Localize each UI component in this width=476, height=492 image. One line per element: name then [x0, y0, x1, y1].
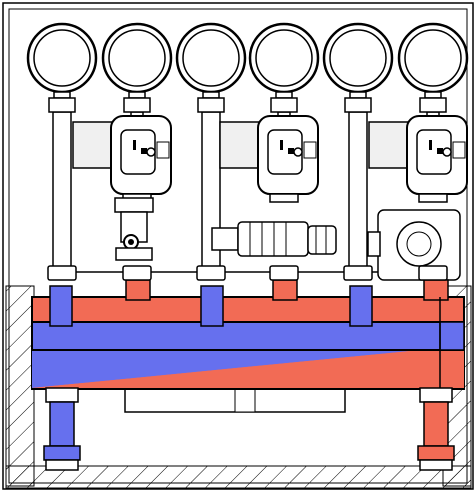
pressure-gauge-5 — [322, 22, 394, 113]
pressure-gauge-6 — [397, 22, 469, 113]
manifold-base — [124, 387, 346, 413]
pipe-nut-4 — [269, 265, 299, 281]
pipe-nuts — [47, 265, 448, 281]
hydraulic-manifold — [31, 279, 465, 390]
riser-pipe-5 — [348, 111, 368, 273]
pipe-nut-1 — [47, 265, 77, 281]
valve-actuator — [367, 209, 461, 281]
outlet-pipe-cold — [43, 387, 81, 471]
ball-valve — [114, 197, 154, 261]
pressure-gauge-2 — [101, 22, 173, 113]
circulation-pumps — [72, 115, 468, 203]
pressure-gauge-4 — [248, 22, 320, 113]
pressure-gauge-3 — [175, 22, 247, 113]
pressure-gauges — [26, 22, 469, 113]
pipe-nut-5 — [343, 265, 373, 281]
pipe-nut-2 — [122, 265, 152, 281]
riser-pipe-1 — [52, 111, 72, 273]
pipe-nut-6 — [418, 265, 448, 281]
circulation-pump-2 — [219, 115, 319, 203]
outlet-pipe-hot — [417, 387, 455, 471]
pressure-gauge-1 — [26, 22, 98, 113]
circulation-pump-3 — [368, 115, 468, 203]
pipe-nut-3 — [196, 265, 226, 281]
mixing-valve — [211, 221, 337, 257]
circulation-pump-1 — [72, 115, 172, 203]
hatched-walls — [5, 285, 472, 489]
